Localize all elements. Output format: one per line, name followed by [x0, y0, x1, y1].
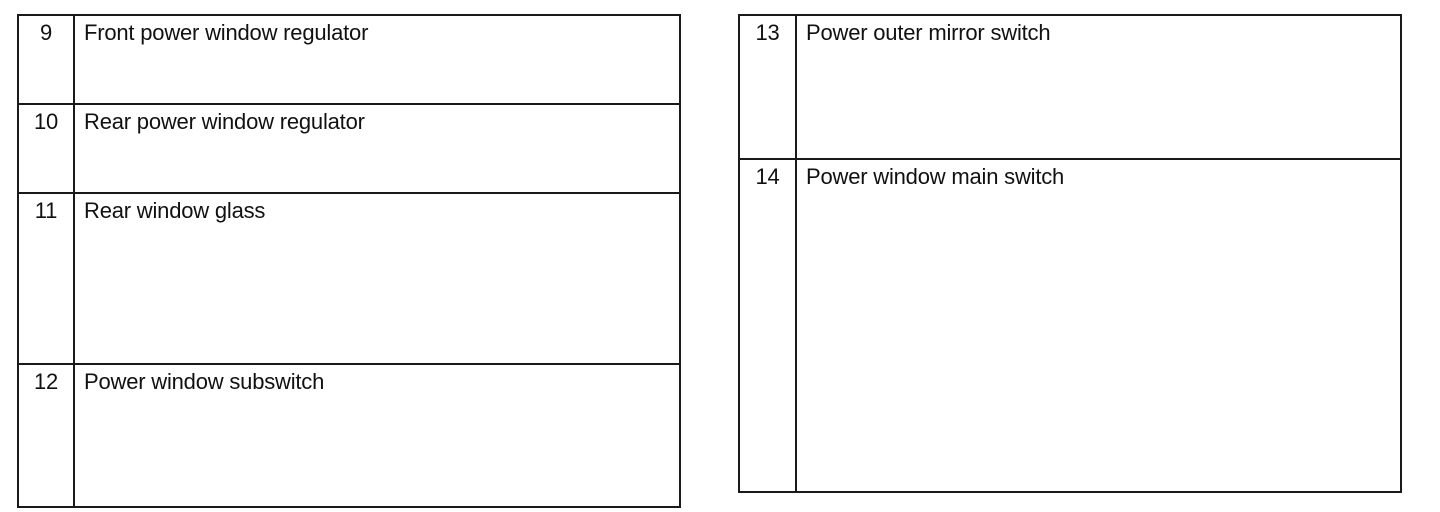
item-number: 14 — [738, 158, 797, 493]
table-row: 12 Power window subswitch — [17, 363, 681, 508]
table-row: 13 Power outer mirror switch — [738, 14, 1402, 160]
item-description: Power window subswitch — [73, 363, 681, 508]
table-row: 10 Rear power window regulator — [17, 103, 681, 194]
item-description: Power window main switch — [795, 158, 1402, 493]
item-description: Front power window regulator — [73, 14, 681, 105]
parts-table-left: 9 Front power window regulator 10 Rear p… — [17, 14, 681, 508]
item-description: Rear window glass — [73, 192, 681, 365]
item-number: 9 — [17, 14, 75, 105]
item-number: 10 — [17, 103, 75, 194]
table-row: 11 Rear window glass — [17, 192, 681, 365]
item-description: Power outer mirror switch — [795, 14, 1402, 160]
table-row: 14 Power window main switch — [738, 158, 1402, 493]
item-number: 12 — [17, 363, 75, 508]
item-description: Rear power window regulator — [73, 103, 681, 194]
item-number: 13 — [738, 14, 797, 160]
item-number: 11 — [17, 192, 75, 365]
table-row: 9 Front power window regulator — [17, 14, 681, 105]
parts-table-right: 13 Power outer mirror switch 14 Power wi… — [738, 14, 1402, 493]
